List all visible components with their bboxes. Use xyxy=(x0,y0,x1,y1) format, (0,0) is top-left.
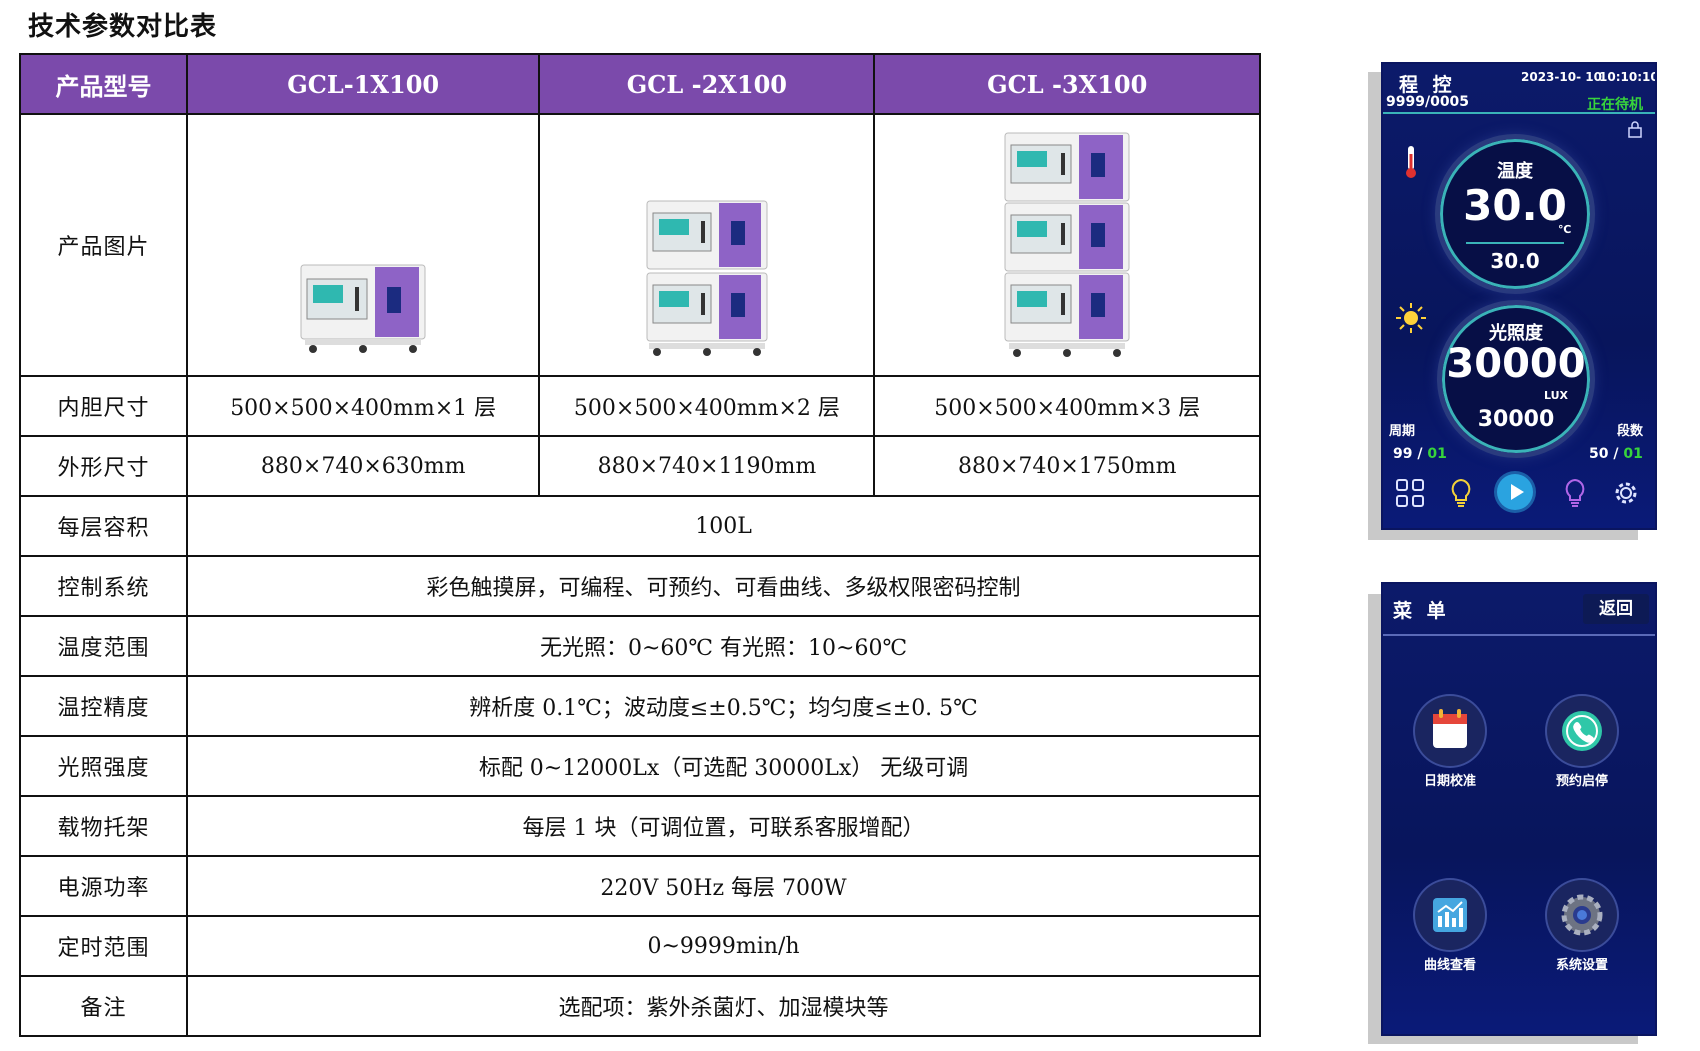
light-setpoint: 30000 xyxy=(1477,407,1555,432)
cycle-current: 01 xyxy=(1427,446,1447,462)
cycle-total: 99 / xyxy=(1393,446,1428,462)
gear-icon[interactable] xyxy=(1611,478,1641,508)
spec-row: 控制系统彩色触摸屏，可编程、可预约、可看曲线、多级权限密码控制 xyxy=(18,555,1261,617)
light-label: 光照度 xyxy=(1489,323,1543,344)
segment-total: 50 / xyxy=(1589,446,1624,462)
row-value: 彩色触摸屏，可编程、可预约、可看曲线、多级权限密码控制 xyxy=(186,555,1261,617)
header-cell: GCL -3X100 xyxy=(873,53,1261,115)
menu-item-system-settings[interactable]: 系统设置 xyxy=(1555,958,1608,973)
header-divider xyxy=(1383,634,1655,636)
segment-count: 50 / 01 xyxy=(1589,446,1643,462)
incubator-2-layer-image xyxy=(646,200,768,356)
calendar-icon[interactable] xyxy=(1415,696,1485,766)
lock-icon xyxy=(1628,121,1642,138)
light-dial: 光照度 30000 LUX 30000 xyxy=(1437,300,1595,458)
row-label: 控制系统 xyxy=(18,555,189,617)
row-label: 光照强度 xyxy=(18,735,189,797)
spec-row: 备注选配项：紫外杀菌灯、加湿模块等 xyxy=(18,975,1261,1037)
row-label: 电源功率 xyxy=(18,855,189,917)
menu-item-date-calibration[interactable]: 日期校准 xyxy=(1423,774,1476,789)
spec-row: 温控精度辨析度 0.1℃；波动度≤±0.5℃；均匀度≤±0. 5℃ xyxy=(18,675,1261,737)
dial-divider xyxy=(1466,242,1564,244)
row-value: 220V 50Hz 每层 700W xyxy=(186,855,1261,917)
cycle-count: 99 / 01 xyxy=(1393,446,1447,462)
menu-screen: 菜 单 返回 日期校准 预约启停 曲线查看 系统设置 xyxy=(1381,582,1657,1036)
row-label: 内胆尺寸 xyxy=(18,375,189,437)
temperature-unit: ℃ xyxy=(1558,223,1572,236)
temperature-label: 温度 xyxy=(1497,161,1533,182)
screen-title: 菜 单 xyxy=(1393,600,1450,622)
row-label: 温控精度 xyxy=(18,675,189,737)
status-text: 正在待机 xyxy=(1587,97,1643,113)
row-label: 载物托架 xyxy=(18,795,189,857)
row-label: 温度范围 xyxy=(18,615,189,677)
cycle-label: 周期 xyxy=(1389,424,1416,439)
spec-row: 内胆尺寸 500×500×400mm×1 层 500×500×400mm×2 层… xyxy=(18,375,1261,437)
row-value: 标配 0~12000Lx（可选配 30000Lx） 无级可调 xyxy=(186,735,1261,797)
play-icon[interactable] xyxy=(1497,474,1533,510)
image-row: 产品图片 xyxy=(18,113,1261,377)
spec-table: 产品型号 GCL-1X100 GCL -2X100 GCL -3X100 产品图… xyxy=(18,53,1261,1037)
screen-title: 程 控 xyxy=(1399,74,1456,96)
row-value: 880×740×630mm xyxy=(186,435,541,497)
phone-icon[interactable] xyxy=(1547,696,1617,766)
temperature-setpoint: 30.0 xyxy=(1490,249,1540,273)
incubator-1-layer-image xyxy=(300,264,426,353)
product-image-cell xyxy=(186,113,541,377)
light-unit: LUX xyxy=(1544,389,1569,402)
row-value: 每层 1 块（可调位置，可联系客服增配） xyxy=(186,795,1261,857)
row-value: 无光照：0~60℃ 有光照：10~60℃ xyxy=(186,615,1261,677)
segment-label: 段数 xyxy=(1617,424,1644,439)
product-image-cell xyxy=(873,113,1261,377)
spec-row: 光照强度标配 0~12000Lx（可选配 30000Lx） 无级可调 xyxy=(18,735,1261,797)
row-label: 定时范围 xyxy=(18,915,189,977)
row-value: 500×500×400mm×1 层 xyxy=(186,375,541,437)
control-screen: 程 控 2023-10- 10 10:10:10 9999/0005 正在待机 … xyxy=(1381,62,1657,530)
sun-icon xyxy=(1396,303,1426,333)
row-value: 500×500×400mm×3 层 xyxy=(873,375,1261,437)
spec-row: 载物托架每层 1 块（可调位置，可联系客服增配） xyxy=(18,795,1261,857)
row-label: 每层容积 xyxy=(18,495,189,557)
row-value: 0~9999min/h xyxy=(186,915,1261,977)
incubator-3-layer-image xyxy=(1004,132,1130,357)
row-value: 辨析度 0.1℃；波动度≤±0.5℃；均匀度≤±0. 5℃ xyxy=(186,675,1261,737)
bulb-icon[interactable] xyxy=(1449,478,1473,508)
menu-item-curve-view[interactable]: 曲线查看 xyxy=(1423,958,1476,973)
temperature-dial: 温度 30.0 ℃ 30.0 xyxy=(1435,134,1595,294)
light-value: 30000 xyxy=(1446,341,1586,387)
header-cell: 产品型号 xyxy=(18,53,189,115)
bulb-icon[interactable] xyxy=(1563,478,1587,508)
gear-icon[interactable] xyxy=(1547,880,1617,950)
row-label: 外形尺寸 xyxy=(18,435,189,497)
time-text: 10:10:10 xyxy=(1599,70,1657,84)
row-value: 500×500×400mm×2 层 xyxy=(538,375,876,437)
page-title: 技术参数对比表 xyxy=(28,12,218,42)
date-text: 2023-10- 10 xyxy=(1521,70,1602,84)
header-row: 产品型号 GCL-1X100 GCL -2X100 GCL -3X100 xyxy=(18,53,1261,115)
product-image-cell xyxy=(538,113,876,377)
spec-row: 外形尺寸 880×740×630mm 880×740×1190mm 880×74… xyxy=(18,435,1261,497)
chart-icon[interactable] xyxy=(1415,880,1485,950)
menu-item-scheduled-start-stop[interactable]: 预约启停 xyxy=(1555,774,1608,789)
row-value: 880×740×1190mm xyxy=(538,435,876,497)
spec-row: 温度范围无光照：0~60℃ 有光照：10~60℃ xyxy=(18,615,1261,677)
segment-current: 01 xyxy=(1623,446,1643,462)
header-cell: GCL-1X100 xyxy=(186,53,541,115)
row-label: 产品图片 xyxy=(18,113,189,377)
grid-icon[interactable] xyxy=(1395,478,1425,508)
row-value: 选配项：紫外杀菌灯、加湿模块等 xyxy=(186,975,1261,1037)
program-code: 9999/0005 xyxy=(1386,94,1470,110)
temperature-value: 30.0 xyxy=(1463,181,1567,230)
row-value: 880×740×1750mm xyxy=(873,435,1261,497)
row-value: 100L xyxy=(186,495,1261,557)
header-cell: GCL -2X100 xyxy=(538,53,876,115)
back-button[interactable]: 返回 xyxy=(1583,594,1649,624)
header-divider xyxy=(1383,112,1655,114)
thermometer-icon xyxy=(1406,146,1416,178)
row-label: 备注 xyxy=(18,975,189,1037)
